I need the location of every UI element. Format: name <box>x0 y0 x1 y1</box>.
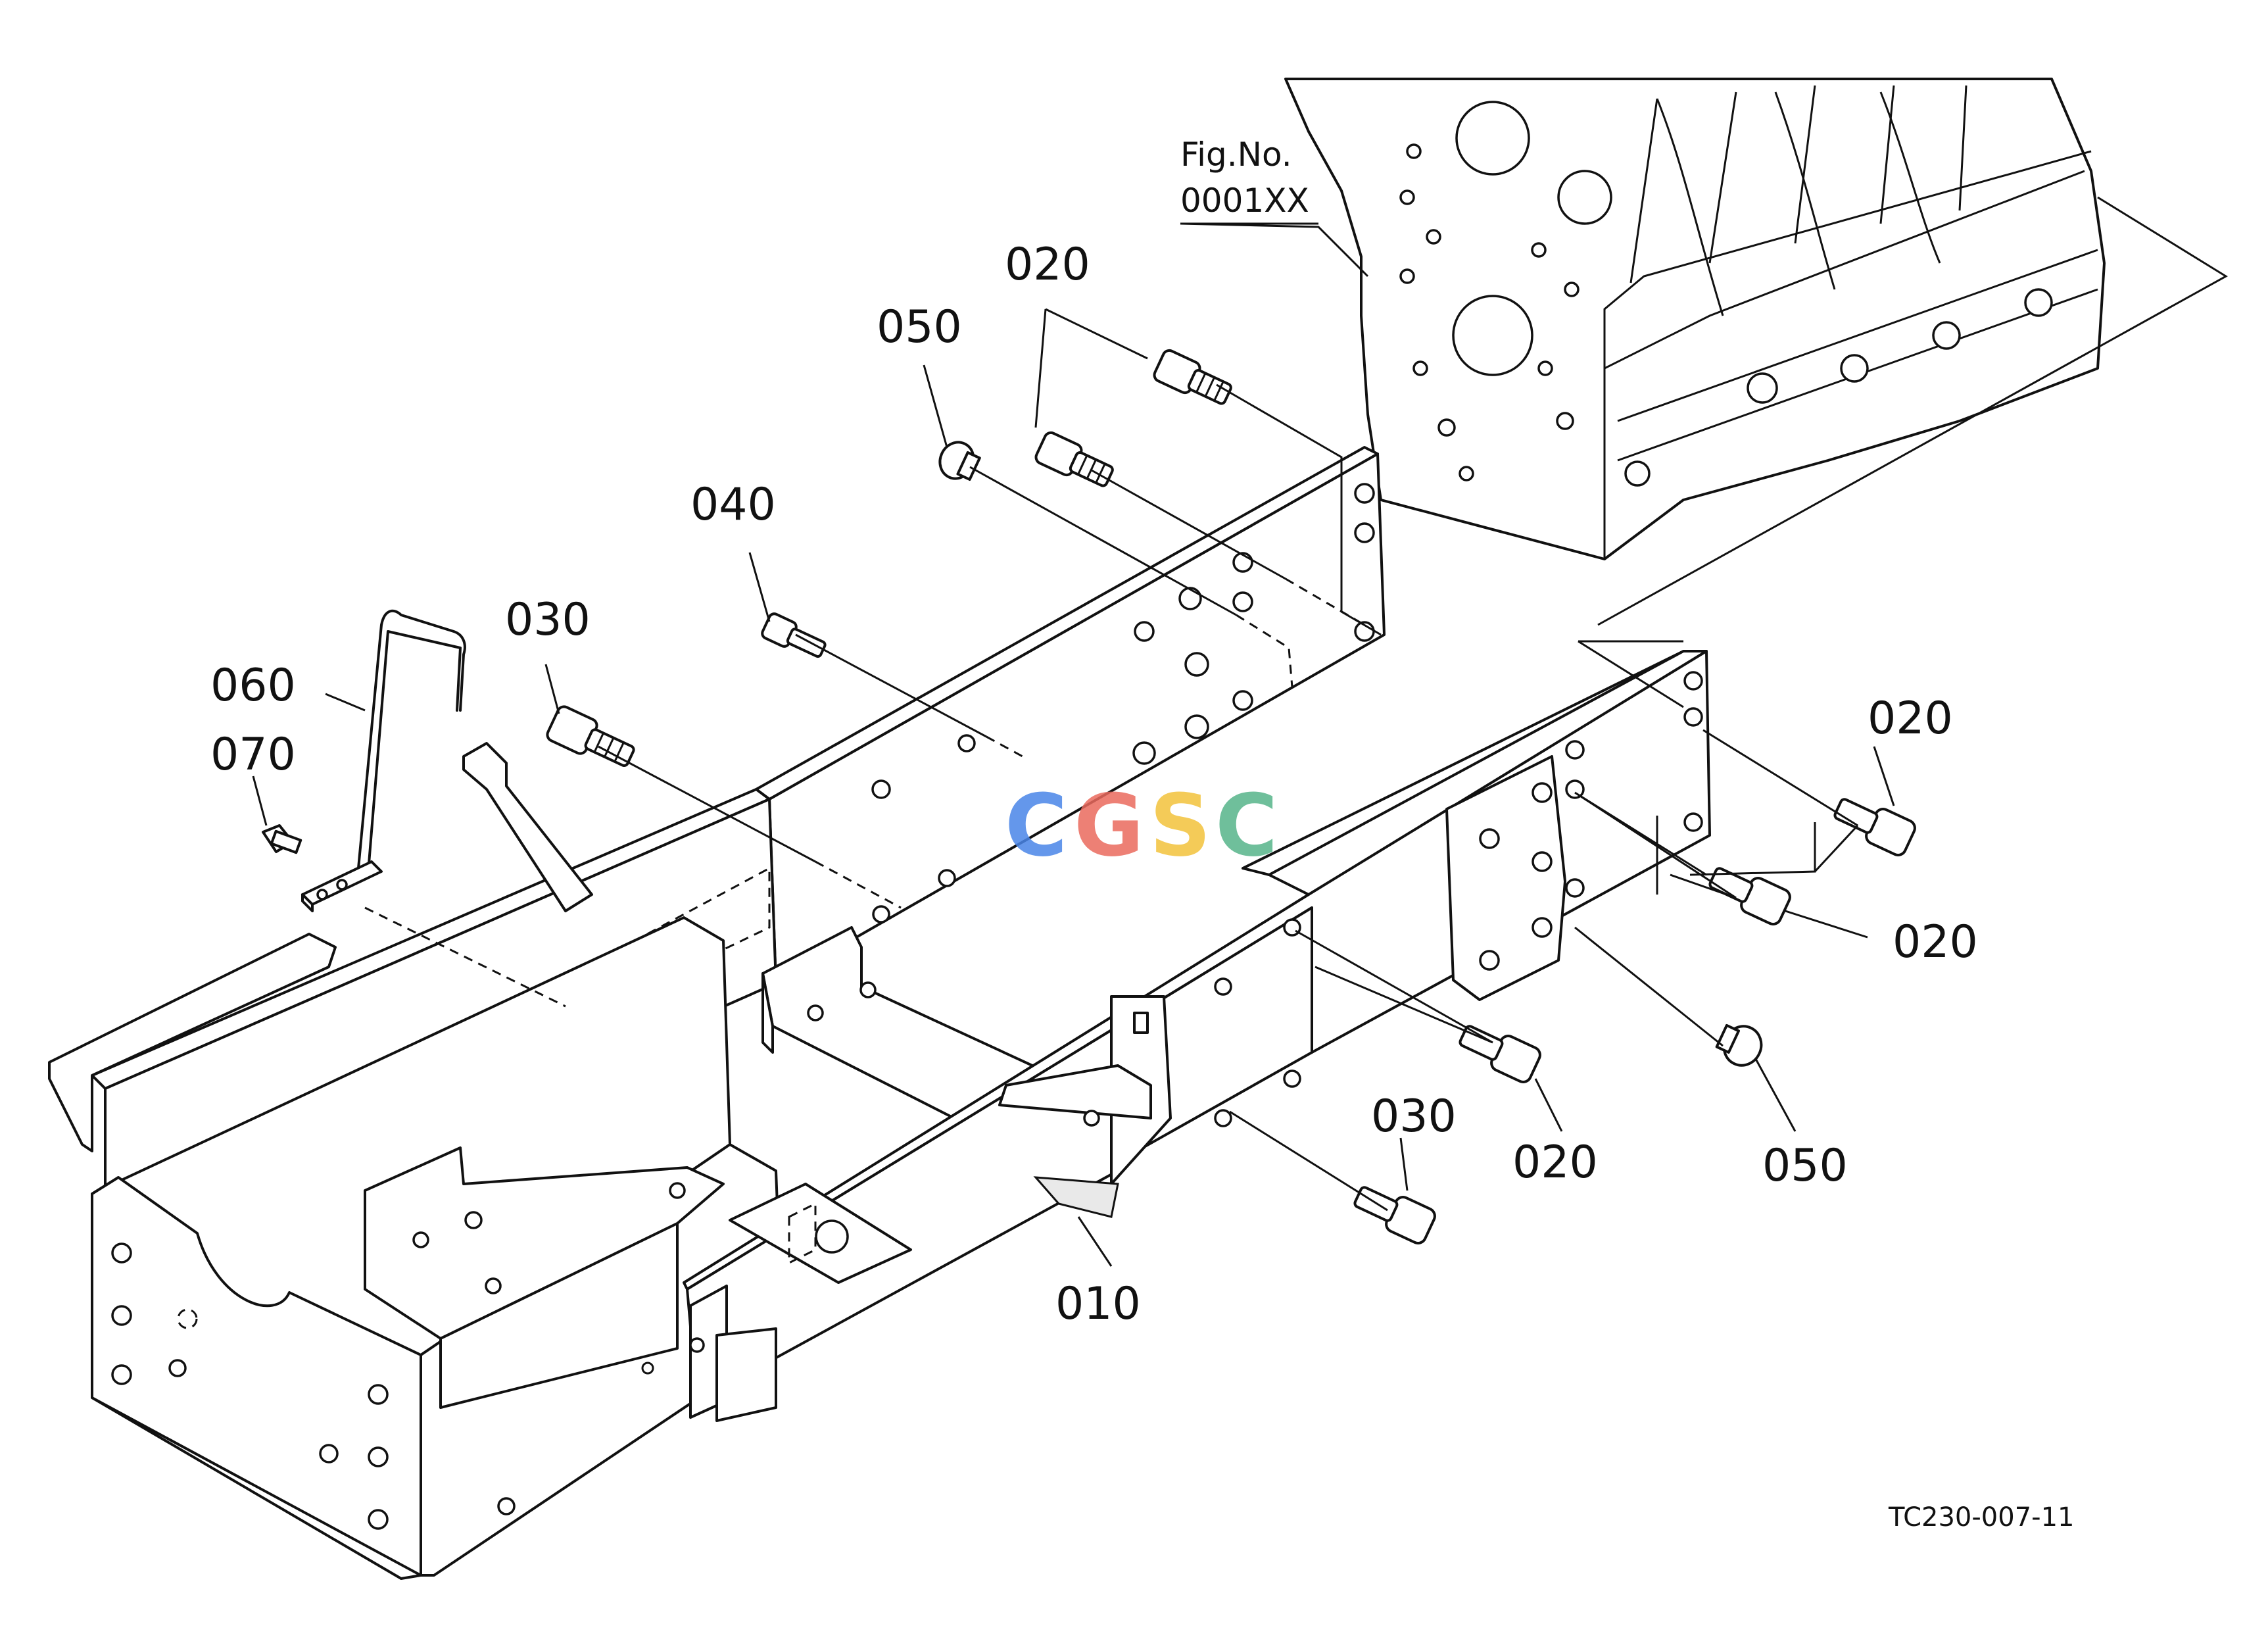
bolt-020-right-1 <box>1833 798 1916 856</box>
left-frame-rail <box>755 446 1386 985</box>
callout-060: 060 <box>210 660 296 712</box>
washer-050-top <box>938 441 981 481</box>
bolt-020-top-1 <box>1153 349 1232 405</box>
callout-020-right-b: 020 <box>1893 916 1978 968</box>
callout-050-top: 050 <box>877 301 962 353</box>
leader-lines <box>252 222 1895 1267</box>
engine-block <box>1284 78 2228 626</box>
bolt-020-bottom <box>1459 1025 1541 1083</box>
callout-030-top: 030 <box>505 594 591 646</box>
clip-070 <box>262 824 302 854</box>
part-010-shape <box>1033 1176 1119 1218</box>
callout-040: 040 <box>690 479 776 531</box>
lower-mount-plate <box>689 1183 912 1422</box>
stay-arm <box>462 742 593 912</box>
bolt-020-right-2 <box>1708 867 1791 925</box>
callout-020-top: 020 <box>1005 239 1090 291</box>
drawing-code: TC230-007-11 <box>1888 1502 2074 1533</box>
callout-020-bottom: 020 <box>1512 1137 1598 1189</box>
reference-label-line2: 0001XX <box>1180 182 1309 220</box>
svg-text:C: C <box>1215 775 1278 875</box>
callout-030-bottom: 030 <box>1371 1091 1457 1143</box>
cross-plate-front <box>364 1146 725 1409</box>
bolt-030-top <box>546 705 635 767</box>
pivot-bracket <box>998 995 1172 1185</box>
callout-020-right-a: 020 <box>1868 693 1953 745</box>
bolt-030-bottom <box>1353 1186 1436 1244</box>
svg-text:S: S <box>1149 775 1211 875</box>
svg-text:C: C <box>1005 775 1067 875</box>
left-rail-bracket <box>48 933 337 1152</box>
bolt-040 <box>761 612 827 658</box>
callout-010: 010 <box>1055 1278 1141 1330</box>
svg-text:G: G <box>1074 775 1144 875</box>
reference-label-line1: Fig.No. <box>1180 135 1292 174</box>
callout-070: 070 <box>210 729 296 781</box>
callout-050-bottom: 050 <box>1762 1140 1848 1192</box>
washer-050-bottom <box>1715 1023 1763 1067</box>
bolt-020-top-2 <box>1034 431 1114 487</box>
cross-plate-center <box>761 926 1076 1139</box>
watermark-logo: C G S C <box>1005 775 1278 875</box>
rod-060 <box>301 609 466 912</box>
